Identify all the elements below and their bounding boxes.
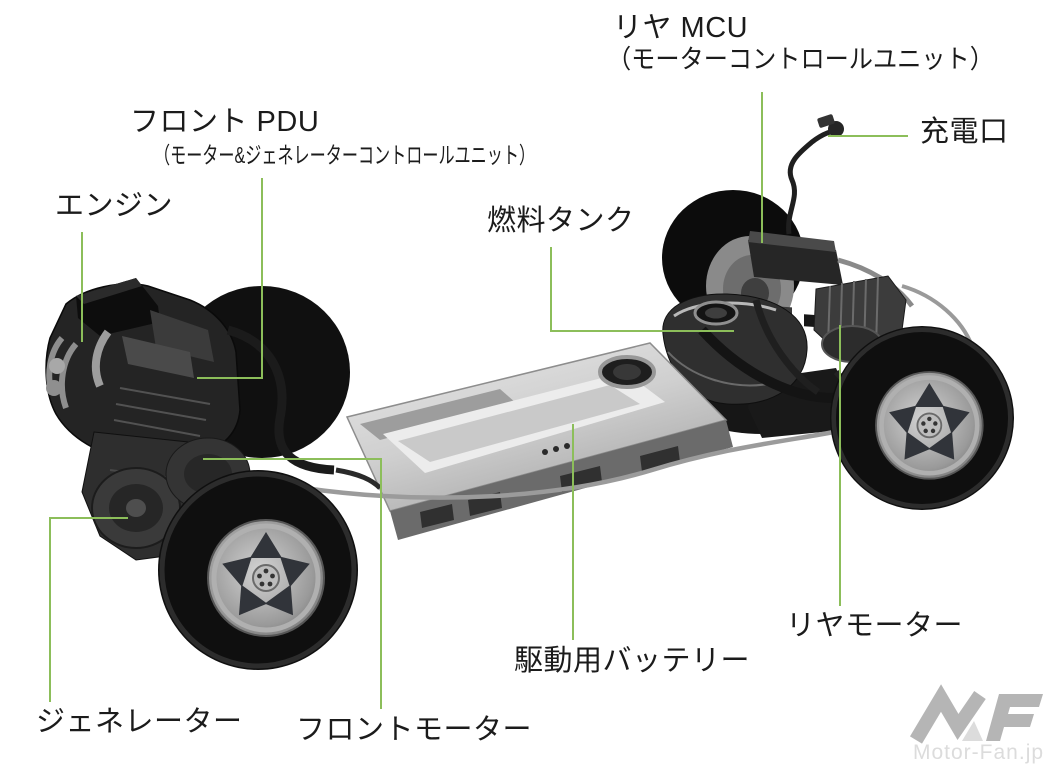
leader-fuel-tank xyxy=(550,247,734,332)
leader-front-motor xyxy=(203,458,382,709)
rear-wheel-near xyxy=(830,326,1014,510)
watermark-site-text: Motor-Fan.jp xyxy=(913,741,1045,764)
underbody-pipes xyxy=(303,429,835,500)
motor-fan-logo xyxy=(909,684,1043,744)
harness-loop xyxy=(226,325,335,475)
label-rear-mcu-title: リヤ MCU xyxy=(613,12,749,44)
label-fuel-tank: 燃料タンク xyxy=(487,205,635,237)
label-generator: ジェネレーター xyxy=(36,706,243,738)
front-wheel-near xyxy=(158,470,358,670)
leader-generator xyxy=(49,517,128,702)
label-charge-port: 充電口 xyxy=(920,116,1009,148)
leader-front-pdu xyxy=(197,178,263,379)
leader-lines xyxy=(49,92,908,709)
drive-battery-illustration xyxy=(345,342,733,540)
label-rear-motor: リヤモーター xyxy=(786,610,964,642)
label-engine: エンジン xyxy=(55,190,174,222)
label-drive-battery: 駆動用バッテリー xyxy=(514,645,751,677)
label-front-motor: フロントモーター xyxy=(296,714,533,746)
label-front-pdu-title: フロント PDU xyxy=(130,106,320,138)
label-rear-mcu: リヤ MCU （モーターコントロールユニット） xyxy=(607,12,1023,75)
exhaust-manifold xyxy=(46,336,79,410)
charge-port-illustration xyxy=(817,114,844,137)
label-rear-mcu-subtitle: （モーターコントロールユニット） xyxy=(607,44,994,75)
charge-cable xyxy=(786,127,843,235)
label-front-pdu: フロント PDU （モーター&ジェネレーターコントロールユニット） xyxy=(130,106,698,169)
label-front-pdu-subtitle: （モーター&ジェネレーターコントロールユニット） xyxy=(154,142,536,169)
